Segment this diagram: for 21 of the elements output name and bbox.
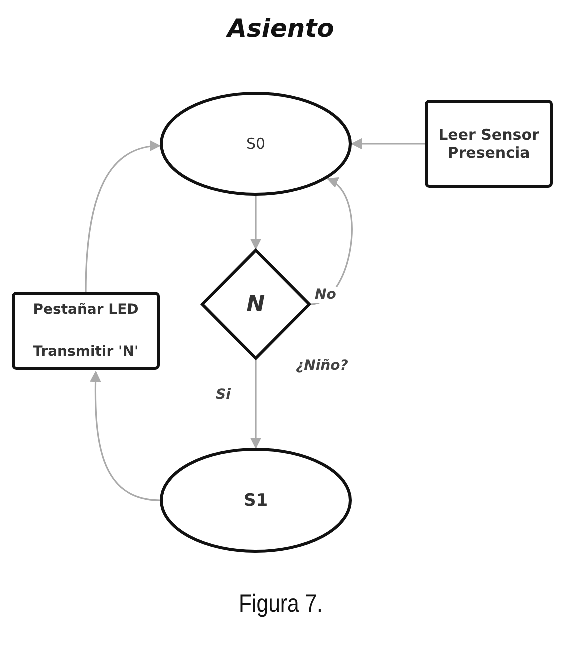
state-label: S0 [246, 135, 266, 153]
process-label: Leer Sensor Presencia [438, 126, 540, 162]
arrow [250, 196, 262, 250]
node-caption: ¿Niño? [295, 358, 350, 374]
state-label: S1 [244, 490, 268, 510]
arrow [85, 141, 162, 292]
process-box [425, 100, 553, 188]
arrow [90, 370, 160, 502]
arrow [310, 178, 353, 306]
decision-label: N [246, 292, 266, 317]
diagram-title: Asiento [225, 14, 336, 43]
state-ellipse [160, 92, 352, 196]
figure-caption: Figura 7. [238, 590, 324, 619]
process-box [12, 292, 160, 370]
edge-label: No [314, 287, 338, 303]
arrow [350, 138, 425, 150]
process-label: Pestañar LED [33, 302, 139, 318]
process-label: Transmitir 'N' [33, 344, 139, 360]
arrow [250, 360, 262, 450]
state-ellipse [160, 448, 352, 553]
decision-diamond [201, 249, 311, 360]
